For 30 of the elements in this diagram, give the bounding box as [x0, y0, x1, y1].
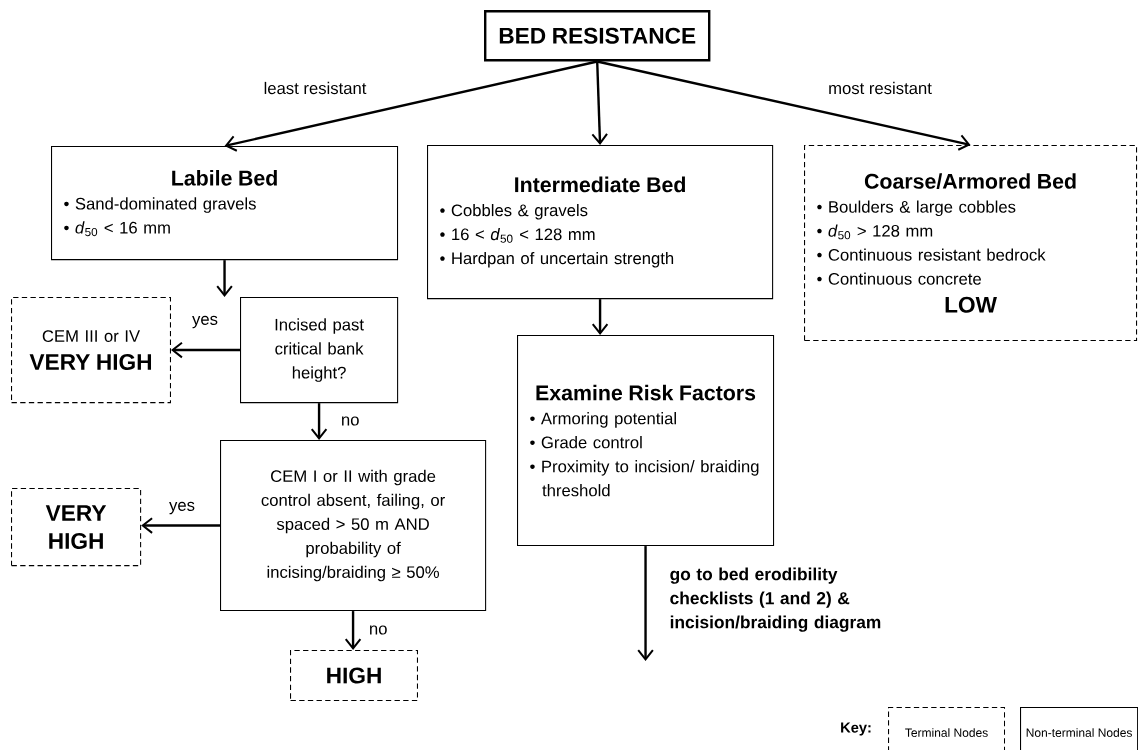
process-box: Examine Risk Factors • Armoring potential • Grade control • Proximity to incision/ braiding threshold	[517, 335, 775, 547]
terminal-box: HIGH	[290, 650, 418, 702]
terminal-box: CEM III or IV VERY HIGH	[11, 297, 171, 404]
edge-label: go to bed erodibility checklists (1 and 2) & incision/braiding diagram	[670, 567, 881, 632]
edge-label: most resistant	[829, 81, 932, 95]
arrow	[591, 61, 609, 145]
terminal-box: VERY HIGH	[11, 488, 142, 567]
legend-item: Terminal Nodes	[888, 707, 1006, 750]
edge-label: yes	[169, 501, 195, 515]
process-box: Labile Bed • Sand-dominated gravels • d$_{50}$ < 16 mm	[51, 146, 399, 261]
arrow	[216, 260, 233, 297]
edge-label: no	[342, 416, 359, 426]
arrow	[344, 611, 362, 650]
legend-item: Non-terminal Nodes	[1020, 707, 1138, 750]
arrow	[310, 403, 328, 440]
arrow	[171, 341, 240, 359]
key-label: Key:	[841, 722, 871, 736]
edge-label: no	[370, 625, 387, 635]
decision-box: Incised past critical bank height?	[240, 297, 399, 404]
arrow	[637, 546, 654, 662]
title-box: BED RESISTANCE	[484, 10, 711, 62]
arrow	[591, 299, 609, 335]
arrow	[141, 517, 220, 534]
terminal-box: Coarse/Armored Bed • Boulders & large cobbles • d$_{50}$ > 128 mm • Continuous resistant bedrock • Continuous concrete LOW	[804, 145, 1138, 341]
edge-label: least resistant	[264, 81, 367, 95]
arrow	[224, 60, 598, 152]
process-box: Intermediate Bed • Cobbles & gravels • 16 < d$_{50}$ < 128 mm • Hardpan of uncertain strength	[427, 145, 774, 300]
decision-box: CEM I or II with grade control absent, failing, or spaced > 50 m AND probability of incising/braiding ≥ 50%	[220, 440, 487, 612]
arrow	[596, 60, 971, 151]
edge-label: yes	[192, 315, 218, 329]
